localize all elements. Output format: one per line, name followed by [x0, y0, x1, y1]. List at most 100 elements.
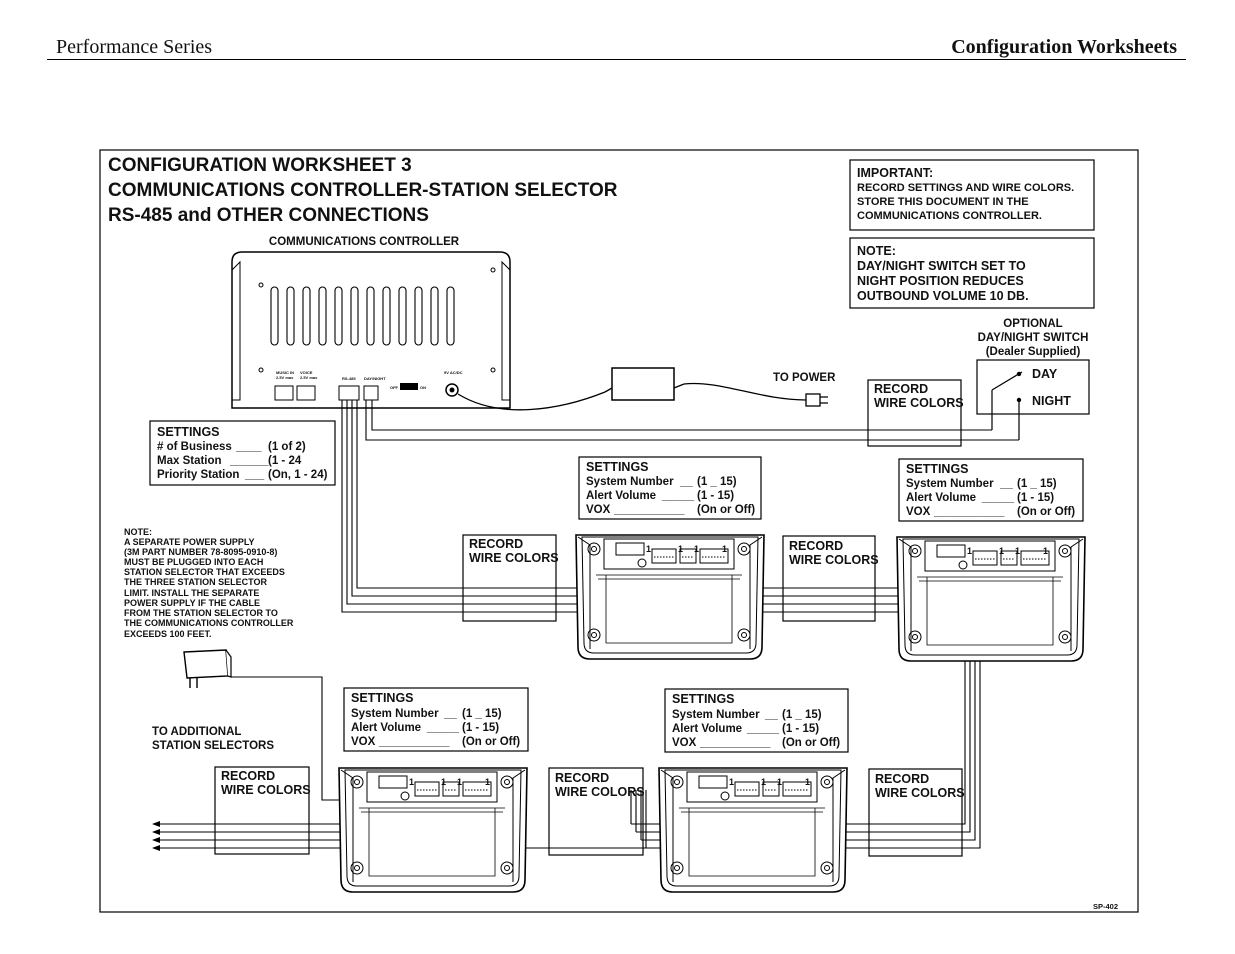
svg-text:NOTE:: NOTE: — [857, 244, 896, 258]
svg-text:___________: ___________ — [699, 737, 771, 749]
svg-text:___________: ___________ — [613, 504, 685, 516]
svg-text:WIRE COLORS: WIRE COLORS — [221, 783, 311, 797]
station-settings-box-2: SETTINGS System Number __ (1 _ 15) Alert… — [898, 458, 1084, 522]
record-wire-colors-4: RECORD WIRE COLORS — [548, 767, 645, 856]
svg-text:DAY: DAY — [1032, 367, 1058, 381]
svg-text:_____: _____ — [981, 492, 1015, 504]
svg-text:(On or Off): (On or Off) — [782, 737, 840, 749]
svg-text:LIMIT. INSTALL THE SEPARATE: LIMIT. INSTALL THE SEPARATE — [124, 588, 259, 598]
svg-text:2.5V max: 2.5V max — [300, 375, 318, 380]
svg-text:(Dealer Supplied): (Dealer Supplied) — [986, 346, 1081, 358]
svg-text:(3M PART NUMBER 78-8095-0910-8: (3M PART NUMBER 78-8095-0910-8) — [124, 547, 277, 557]
svg-text:VOX: VOX — [672, 737, 697, 749]
header-rule — [47, 59, 1186, 60]
power-adapter: TO POWER — [457, 367, 836, 411]
svg-text:__: __ — [443, 708, 457, 720]
running-header-left: Performance Series — [56, 36, 213, 58]
svg-text:System Number: System Number — [351, 708, 439, 720]
station-selector-3 — [338, 767, 528, 893]
svg-text:WIRE COLORS: WIRE COLORS — [789, 553, 879, 567]
svg-text:(1 - 24: (1 - 24 — [268, 455, 302, 467]
svg-text:Max Station: Max Station — [157, 455, 222, 467]
svg-text:System Number: System Number — [672, 709, 760, 721]
svg-text:WIRE COLORS: WIRE COLORS — [469, 551, 559, 565]
svg-text:WIRE COLORS: WIRE COLORS — [875, 786, 965, 800]
additional-selectors-2: STATION SELECTORS — [152, 740, 274, 752]
svg-text:COMMUNICATIONS CONTROLLER.: COMMUNICATIONS CONTROLLER. — [857, 210, 1042, 222]
svg-text:OFF: OFF — [390, 385, 399, 390]
svg-text:RS-485: RS-485 — [342, 376, 356, 381]
svg-text:System Number: System Number — [906, 478, 994, 490]
svg-text:____: ____ — [235, 441, 262, 453]
controller-settings-box: SETTINGS # of Business ____ (1 of 2) Max… — [149, 420, 336, 486]
svg-text:RECORD: RECORD — [469, 537, 523, 551]
svg-text:___________: ___________ — [378, 736, 450, 748]
worksheet-title-2: COMMUNICATIONS CONTROLLER-STATION SELECT… — [108, 180, 618, 201]
running-header-right: Configuration Worksheets — [951, 36, 1177, 58]
svg-text:(1 - 15): (1 - 15) — [462, 722, 499, 734]
svg-text:STATION SELECTOR THAT EXCEEDS: STATION SELECTOR THAT EXCEEDS — [124, 567, 285, 577]
svg-text:DAY/NIGHT SWITCH SET TO: DAY/NIGHT SWITCH SET TO — [857, 259, 1026, 273]
svg-text:COMMUNICATIONS CONTROLLER: COMMUNICATIONS CONTROLLER — [269, 236, 460, 248]
svg-text:# of Business: # of Business — [157, 441, 232, 453]
svg-text:RECORD: RECORD — [555, 771, 609, 785]
svg-text:_____: _____ — [426, 722, 460, 734]
svg-text:(1 of 2): (1 of 2) — [268, 441, 306, 453]
svg-text:(1 _ 15): (1 _ 15) — [462, 708, 502, 720]
svg-text:RECORD: RECORD — [221, 769, 275, 783]
svg-text:ON: ON — [420, 385, 426, 390]
record-wire-colors-1: RECORD WIRE COLORS — [462, 534, 559, 622]
communications-controller: COMMUNICATIONS CONTROLLER MUSIC IN 2.5V … — [231, 236, 511, 409]
svg-text:___________: ___________ — [933, 506, 1005, 518]
drawing-code: SP-402 — [1093, 902, 1118, 911]
wire-arrows — [152, 821, 160, 851]
svg-text:_____: _____ — [661, 490, 695, 502]
svg-text:SETTINGS: SETTINGS — [351, 691, 414, 705]
svg-text:Alert Volume: Alert Volume — [351, 722, 421, 734]
record-wire-colors-5: RECORD WIRE COLORS — [868, 768, 965, 857]
svg-text:(On or Off): (On or Off) — [462, 736, 520, 748]
additional-selectors-1: TO ADDITIONAL — [152, 726, 241, 738]
svg-text:(On, 1 - 24): (On, 1 - 24) — [268, 469, 328, 481]
worksheet-title-1: CONFIGURATION WORKSHEET 3 — [108, 155, 412, 176]
svg-text:(1 - 15): (1 - 15) — [697, 490, 734, 502]
optional-daynight-switch: OPTIONAL DAY/NIGHT SWITCH (Dealer Suppli… — [976, 318, 1090, 440]
svg-text:OUTBOUND VOLUME 10 DB.: OUTBOUND VOLUME 10 DB. — [857, 289, 1029, 303]
svg-text:(1 - 15): (1 - 15) — [1017, 492, 1054, 504]
svg-text:RECORD: RECORD — [875, 772, 929, 786]
station-settings-box-3: SETTINGS System Number __ (1 _ 15) Alert… — [343, 687, 529, 752]
svg-text:FROM THE STATION SELECTOR TO: FROM THE STATION SELECTOR TO — [124, 608, 278, 618]
record-wire-colors-2: RECORD WIRE COLORS — [782, 535, 879, 622]
svg-text:MUSIC IN: MUSIC IN — [276, 370, 294, 375]
svg-text:(On or Off): (On or Off) — [1017, 506, 1075, 518]
svg-text:__: __ — [764, 709, 778, 721]
svg-text:__: __ — [679, 476, 693, 488]
svg-text:OPTIONAL: OPTIONAL — [1003, 318, 1062, 330]
svg-text:___: ___ — [244, 469, 265, 481]
svg-text:(1 _ 15): (1 _ 15) — [782, 709, 822, 721]
daynight-note-box: NOTE: DAY/NIGHT SWITCH SET TO NIGHT POSI… — [849, 237, 1095, 309]
station-selector-1 — [575, 534, 765, 660]
svg-text:Alert Volume: Alert Volume — [586, 490, 656, 502]
svg-text:WIRE COLORS: WIRE COLORS — [555, 785, 645, 799]
svg-text:SETTINGS: SETTINGS — [906, 462, 969, 476]
svg-text:DAY/NIGHT: DAY/NIGHT — [364, 376, 386, 381]
svg-text:NIGHT POSITION REDUCES: NIGHT POSITION REDUCES — [857, 274, 1024, 288]
svg-text:(1 - 15): (1 - 15) — [782, 723, 819, 735]
svg-text:RECORD: RECORD — [874, 382, 928, 396]
svg-text:9V AC/DC: 9V AC/DC — [444, 370, 463, 375]
svg-text:SETTINGS: SETTINGS — [586, 460, 649, 474]
important-box: IMPORTANT: RECORD SETTINGS AND WIRE COLO… — [849, 159, 1095, 231]
svg-text:VOX: VOX — [586, 504, 611, 516]
svg-text:__: __ — [999, 478, 1013, 490]
station-settings-box-1: SETTINGS System Number __ (1 _ 15) Alert… — [578, 456, 762, 520]
svg-text:2.5V max: 2.5V max — [276, 375, 294, 380]
svg-text:Alert Volume: Alert Volume — [672, 723, 742, 735]
svg-text:THE THREE STATION SELECTOR: THE THREE STATION SELECTOR — [124, 577, 268, 587]
station-settings-box-4: SETTINGS System Number __ (1 _ 15) Alert… — [664, 688, 849, 753]
svg-text:NIGHT: NIGHT — [1032, 394, 1071, 408]
svg-text:VOX: VOX — [906, 506, 931, 518]
svg-text:DAY/NIGHT SWITCH: DAY/NIGHT SWITCH — [978, 332, 1089, 344]
svg-text:(On or Off): (On or Off) — [697, 504, 755, 516]
